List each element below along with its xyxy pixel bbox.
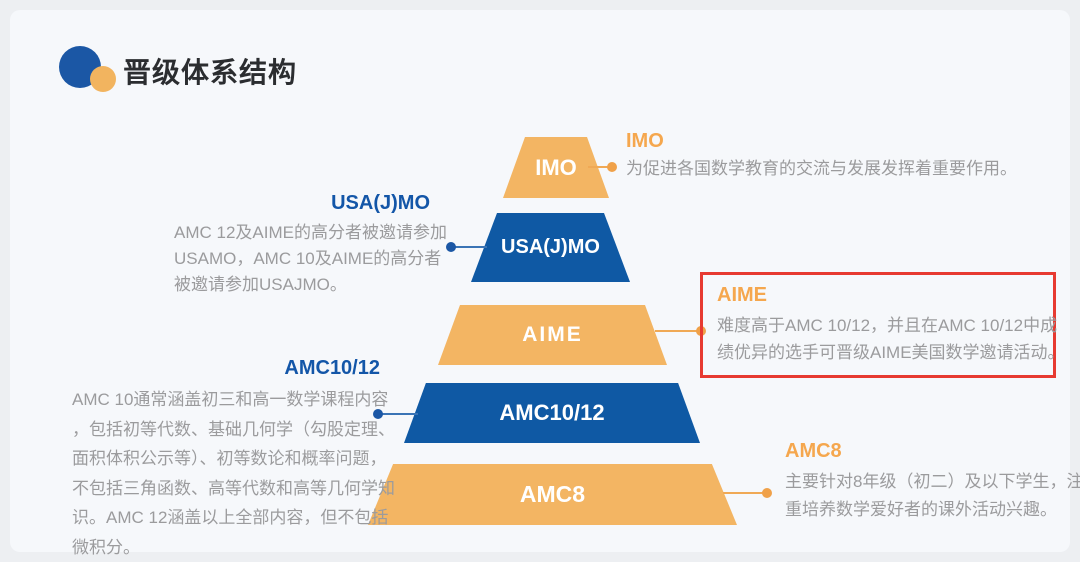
connector-line-amc8 [723, 492, 767, 494]
pyramid-level-usajmo-label: USA(J)MO [501, 236, 600, 258]
annotation-imo-heading: IMO [626, 130, 664, 152]
logo-circle-yellow-icon [90, 66, 116, 92]
pyramid-level-amc8-label: AMC8 [519, 481, 586, 507]
connector-dot-usajmo [446, 242, 456, 252]
connector-line-amc1012 [381, 413, 418, 415]
page-title: 晋级体系结构 [123, 57, 298, 88]
annotation-imo: IMO 为促进各国数学教育的交流与发展发挥着重要作用。 [626, 129, 1017, 181]
pyramid-level-usajmo: USA(J)MO [471, 213, 630, 282]
annotation-amc1012: AMC10/12 AMC 10通常涵盖初三和高一数学课程内容 ，包括初等代数、基… [72, 356, 395, 562]
highlight-red-box: AIME 难度高于AMC 10/12，并且在AMC 10/12中成 绩优异的选手… [700, 272, 1065, 378]
connector-line-usajmo [454, 246, 487, 248]
pyramid-level-amc1012: AMC10/12 [404, 383, 700, 443]
annotation-amc1012-heading: AMC10/12 [284, 357, 380, 379]
annotation-aime-heading: AIME [717, 284, 767, 306]
annotation-amc8-heading: AMC8 [785, 440, 842, 462]
annotation-usajmo: USA(J)MO AMC 12及AIME的高分者被邀请参加 USAMO，AMC … [174, 191, 447, 298]
slide-card: 晋级体系结构 IMO USA(J)MO AIME AMC10/12 AMC8 I… [10, 10, 1080, 557]
annotation-amc8-body: 主要针对8年级（初二）及以下学生，注 重培养数学爱好者的课外活动兴趣。 [785, 472, 1080, 519]
connector-dot-amc1012 [373, 409, 383, 419]
connector-dot-imo [607, 162, 617, 172]
annotation-aime: AIME 难度高于AMC 10/12，并且在AMC 10/12中成 绩优异的选手… [717, 283, 1065, 366]
annotation-imo-body: 为促进各国数学教育的交流与发展发挥着重要作用。 [626, 159, 1017, 178]
annotation-usajmo-body: AMC 12及AIME的高分者被邀请参加 USAMO，AMC 10及AIME的高… [174, 223, 447, 294]
pyramid-level-aime: AIME [438, 305, 667, 365]
connector-line-aime [655, 330, 700, 332]
pyramid-level-imo-label: IMO [535, 154, 577, 180]
annotation-usajmo-heading: USA(J)MO [331, 192, 430, 214]
pyramid-level-amc8: AMC8 [368, 464, 737, 525]
annotation-amc1012-body: AMC 10通常涵盖初三和高一数学课程内容 ，包括初等代数、基础几何学（勾股定理… [72, 390, 395, 557]
annotation-aime-body: 难度高于AMC 10/12，并且在AMC 10/12中成 绩优异的选手可晋级AI… [717, 316, 1065, 362]
pyramid-level-amc1012-label: AMC10/12 [499, 400, 605, 425]
connector-dot-amc8 [762, 488, 772, 498]
pyramid-level-aime-label: AIME [522, 323, 583, 346]
annotation-amc8: AMC8 主要针对8年级（初二）及以下学生，注 重培养数学爱好者的课外活动兴趣。 [785, 439, 1080, 524]
connector-line-imo [588, 166, 610, 168]
